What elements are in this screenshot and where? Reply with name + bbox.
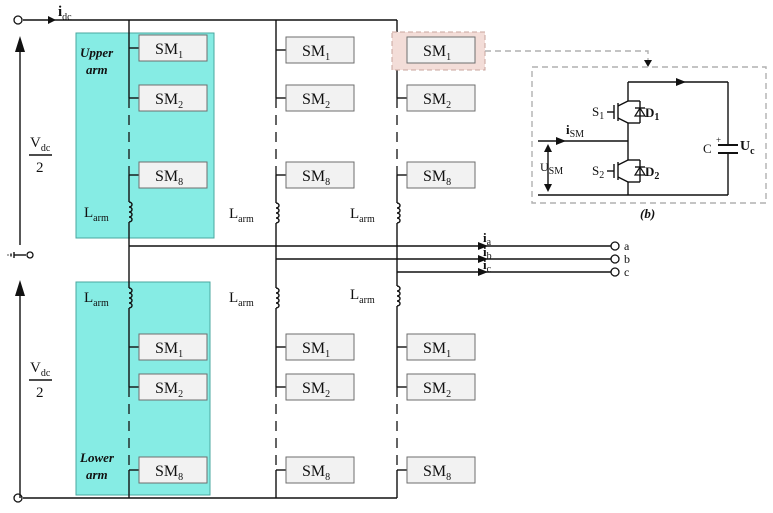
sm-label: SM8 [302,168,330,188]
idc-arrow [48,16,56,24]
inset-caption: (b) [640,206,655,221]
dc-negative-terminal [13,493,23,503]
ib-label: ib [483,244,492,262]
dc-positive-terminal [13,15,23,25]
sm-box-upper-b-2 [285,84,355,112]
sm-label: SM1 [423,340,451,360]
sm-box-upper-c-2 [406,84,476,112]
d2-label: D2 [645,164,659,182]
terminal-a [610,241,620,251]
sm-box-lower-a-8 [138,456,208,484]
submodule-boxes [138,34,476,484]
sm-box-lower-a-1 [138,333,208,361]
switch-s2-icon [607,159,647,183]
larm-label: Larm [84,290,109,309]
upper-arm-label: arm [86,62,108,77]
submodule-labels: SM1 SM2 SM8 SM1 SM2 SM8 SM1 SM2 SM8 SM1 … [155,41,451,483]
svg-text:2: 2 [36,385,44,401]
sm-label: SM2 [423,380,451,400]
sm-label: SM2 [155,380,183,400]
larm-label: Larm [229,290,254,309]
idc-label: idc [58,4,72,23]
sm-label: SM8 [155,168,183,188]
sm-label: SM1 [155,340,183,360]
ic-arrow [478,268,488,276]
sm-label: SM1 [155,41,183,61]
sm-box-lower-c-1 [406,333,476,361]
ib-arrow [478,255,488,263]
sm-label: SM1 [302,340,330,360]
s2-label: S2 [592,163,604,181]
upper-arm-highlight [75,32,215,239]
sm-label: SM8 [155,463,183,483]
sm-box-upper-a-8 [138,161,208,189]
inset-frame [531,66,767,204]
terminal-b-label: b [624,252,630,266]
svg-text:Vdc: Vdc [30,360,51,379]
upper-arm-label: Upper [80,45,114,60]
vdc-upper-label: Vdc 2 [29,135,52,176]
leg-a [128,20,139,498]
sm-box-lower-b-2 [285,373,355,401]
terminal-a-label: a [624,239,630,253]
d1-label: D1 [645,105,659,123]
sm-box-lower-c-8 [406,456,476,484]
vdc-lower-label: Vdc 2 [29,360,52,401]
sm-label: SM8 [423,168,451,188]
larm-label: Larm [350,287,375,306]
ism-label: iSM [566,122,584,140]
sm-label: SM2 [302,91,330,111]
sm-label: SM1 [302,43,330,63]
sm-label: SM8 [302,463,330,483]
sm-box-lower-b-1 [285,333,355,361]
sm-box-lower-b-8 [285,456,355,484]
zoom-connector [485,50,649,60]
ground-icon [7,251,34,259]
sm-label: SM1 [423,43,451,63]
sm-label: SM2 [302,380,330,400]
sm-box-upper-b-8 [285,161,355,189]
sm-box-upper-c-1 [406,36,476,64]
svg-text:2: 2 [36,160,44,176]
sm-box-lower-c-2 [406,373,476,401]
sm-box-upper-a-1 [138,34,208,62]
terminal-b [610,254,620,264]
ic-label: ic [483,257,492,275]
larm-label: Larm [229,206,254,225]
sm-box-upper-b-1 [285,36,355,64]
lower-arm-label: Lower [79,450,115,465]
switch-s1-icon [607,100,647,124]
sm-box-upper-a-2 [138,84,208,112]
svg-text:Vdc: Vdc [30,135,51,154]
sm-label: SM2 [155,91,183,111]
terminal-c [610,267,620,277]
larm-label: Larm [350,206,375,225]
usm-label: USM [540,160,563,177]
uc-label: Uc [740,139,755,157]
sm-box-lower-a-2 [138,373,208,401]
ia-arrow [478,242,488,250]
sm-box-upper-c-8 [406,161,476,189]
leg-b [275,20,286,498]
ia-label: ia [483,230,492,248]
lower-arm-label: arm [86,467,108,482]
sm-label: SM2 [423,91,451,111]
sm-label: SM8 [423,463,451,483]
svg-text:+: + [716,135,721,145]
s1-label: S1 [592,104,604,122]
capacitor-label: C [703,141,712,156]
terminal-c-label: c [624,265,629,279]
larm-label: Larm [84,205,109,224]
submodule-detail-inset: + [531,66,767,204]
